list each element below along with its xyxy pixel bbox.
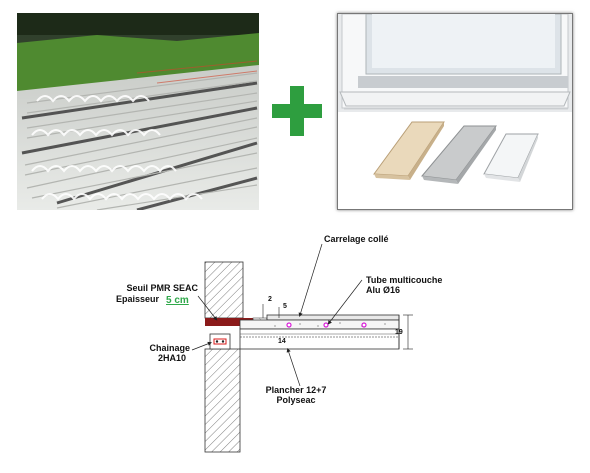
lower-wall [204, 348, 241, 453]
dim-2-label: 2 [268, 296, 272, 303]
floor-label-line1: Plancher 12+7 [266, 385, 327, 395]
dim-5-label: 5 [283, 303, 287, 310]
floor-slab-photo [17, 13, 259, 210]
threshold-sill-photo [337, 13, 573, 210]
screed-layer [239, 319, 400, 330]
floor-slab [239, 328, 400, 350]
dim-14-label: 14 [278, 338, 286, 345]
tube-label-line1: Tube multicouche [366, 275, 442, 285]
threshold-section-drawing: 2 5 14 19 Carrelage collé Tube multicouc… [116, 234, 442, 453]
threshold-thickness-value: 5 cm [166, 295, 189, 306]
chaining-label-line1: Chainage [149, 343, 190, 353]
chaining-label-line2: 2HA10 [158, 353, 186, 363]
tube-label-line2: Alu Ø16 [366, 285, 400, 295]
dim-19-label: 19 [395, 329, 403, 336]
threshold-label-line1: Seuil PMR SEAC [126, 283, 198, 293]
threshold-label-line2: Epaisseur [116, 294, 160, 304]
tile-label: Carrelage collé [324, 234, 389, 244]
plus-icon [268, 82, 326, 140]
heating-tubes [286, 322, 367, 328]
floor-label-line2: Polyseac [276, 395, 315, 405]
threshold-block [205, 318, 253, 326]
upper-wall [204, 261, 244, 319]
chaining-beam [209, 333, 231, 350]
